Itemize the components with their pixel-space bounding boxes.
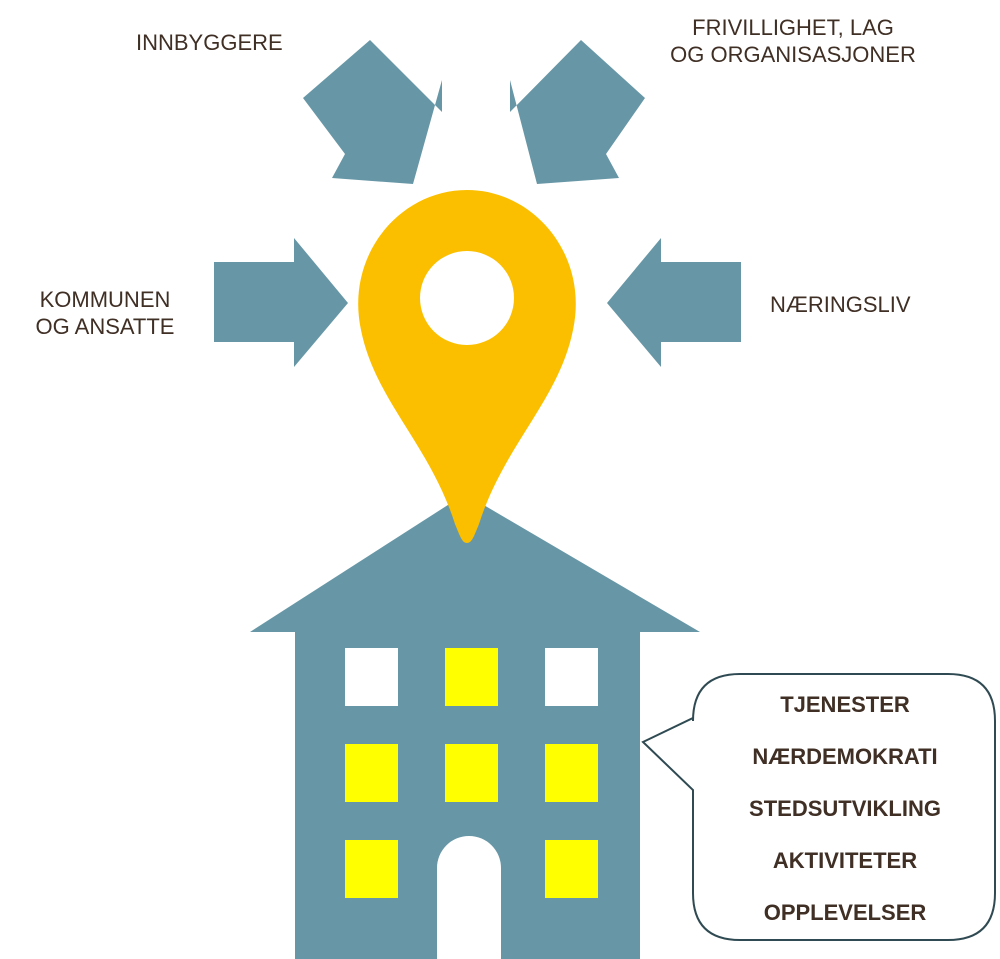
bubble-list: TJENESTER NÆRDEMOKRATI STEDSUTVIKLING AK…	[700, 692, 990, 952]
house-door	[437, 836, 501, 959]
arrow-icon-innbyggere	[303, 40, 442, 184]
bubble-item-opplevelser: OPPLEVELSER	[763, 900, 927, 925]
label-frivillighet: FRIVILLIGHET, LAG OG ORGANISASJONER	[628, 14, 958, 68]
arrow-icon-frivillighet	[510, 40, 645, 184]
label-kommunen: KOMMUNEN OG ANSATTE	[15, 286, 195, 340]
window	[345, 744, 398, 802]
arrow-icon-naeringsliv	[607, 238, 741, 367]
bubble-item-stedsutvikling: STEDSUTVIKLING	[749, 796, 941, 821]
pin-hole	[420, 251, 514, 345]
window	[545, 744, 598, 802]
house-roof	[250, 494, 700, 632]
label-innbyggere: INNBYGGERE	[136, 29, 283, 56]
label-text-line1: FRIVILLIGHET, LAG	[692, 15, 894, 40]
location-pin-icon	[358, 190, 576, 543]
label-text-line2: OG ANSATTE	[35, 314, 175, 339]
bubble-item-tjenester: TJENESTER	[780, 692, 910, 717]
label-text-line1: KOMMUNEN	[39, 287, 171, 312]
window	[545, 648, 598, 706]
window	[345, 840, 398, 898]
label-text: INNBYGGERE	[136, 30, 283, 55]
window	[445, 744, 498, 802]
label-text-line2: OG ORGANISASJONER	[670, 42, 916, 67]
label-text: NÆRINGSLIV	[770, 292, 911, 317]
window	[445, 648, 498, 706]
window	[545, 840, 598, 898]
arrow-icon-kommunen	[214, 238, 348, 367]
bubble-item-aktiviteter: AKTIVITETER	[772, 848, 918, 873]
speech-bubble-icon	[641, 673, 996, 941]
bubble-item-naerdemokrati: NÆRDEMOKRATI	[752, 744, 938, 769]
window	[345, 648, 398, 706]
house-icon	[250, 494, 700, 959]
pin-body	[358, 190, 576, 543]
label-naeringsliv: NÆRINGSLIV	[770, 291, 911, 318]
